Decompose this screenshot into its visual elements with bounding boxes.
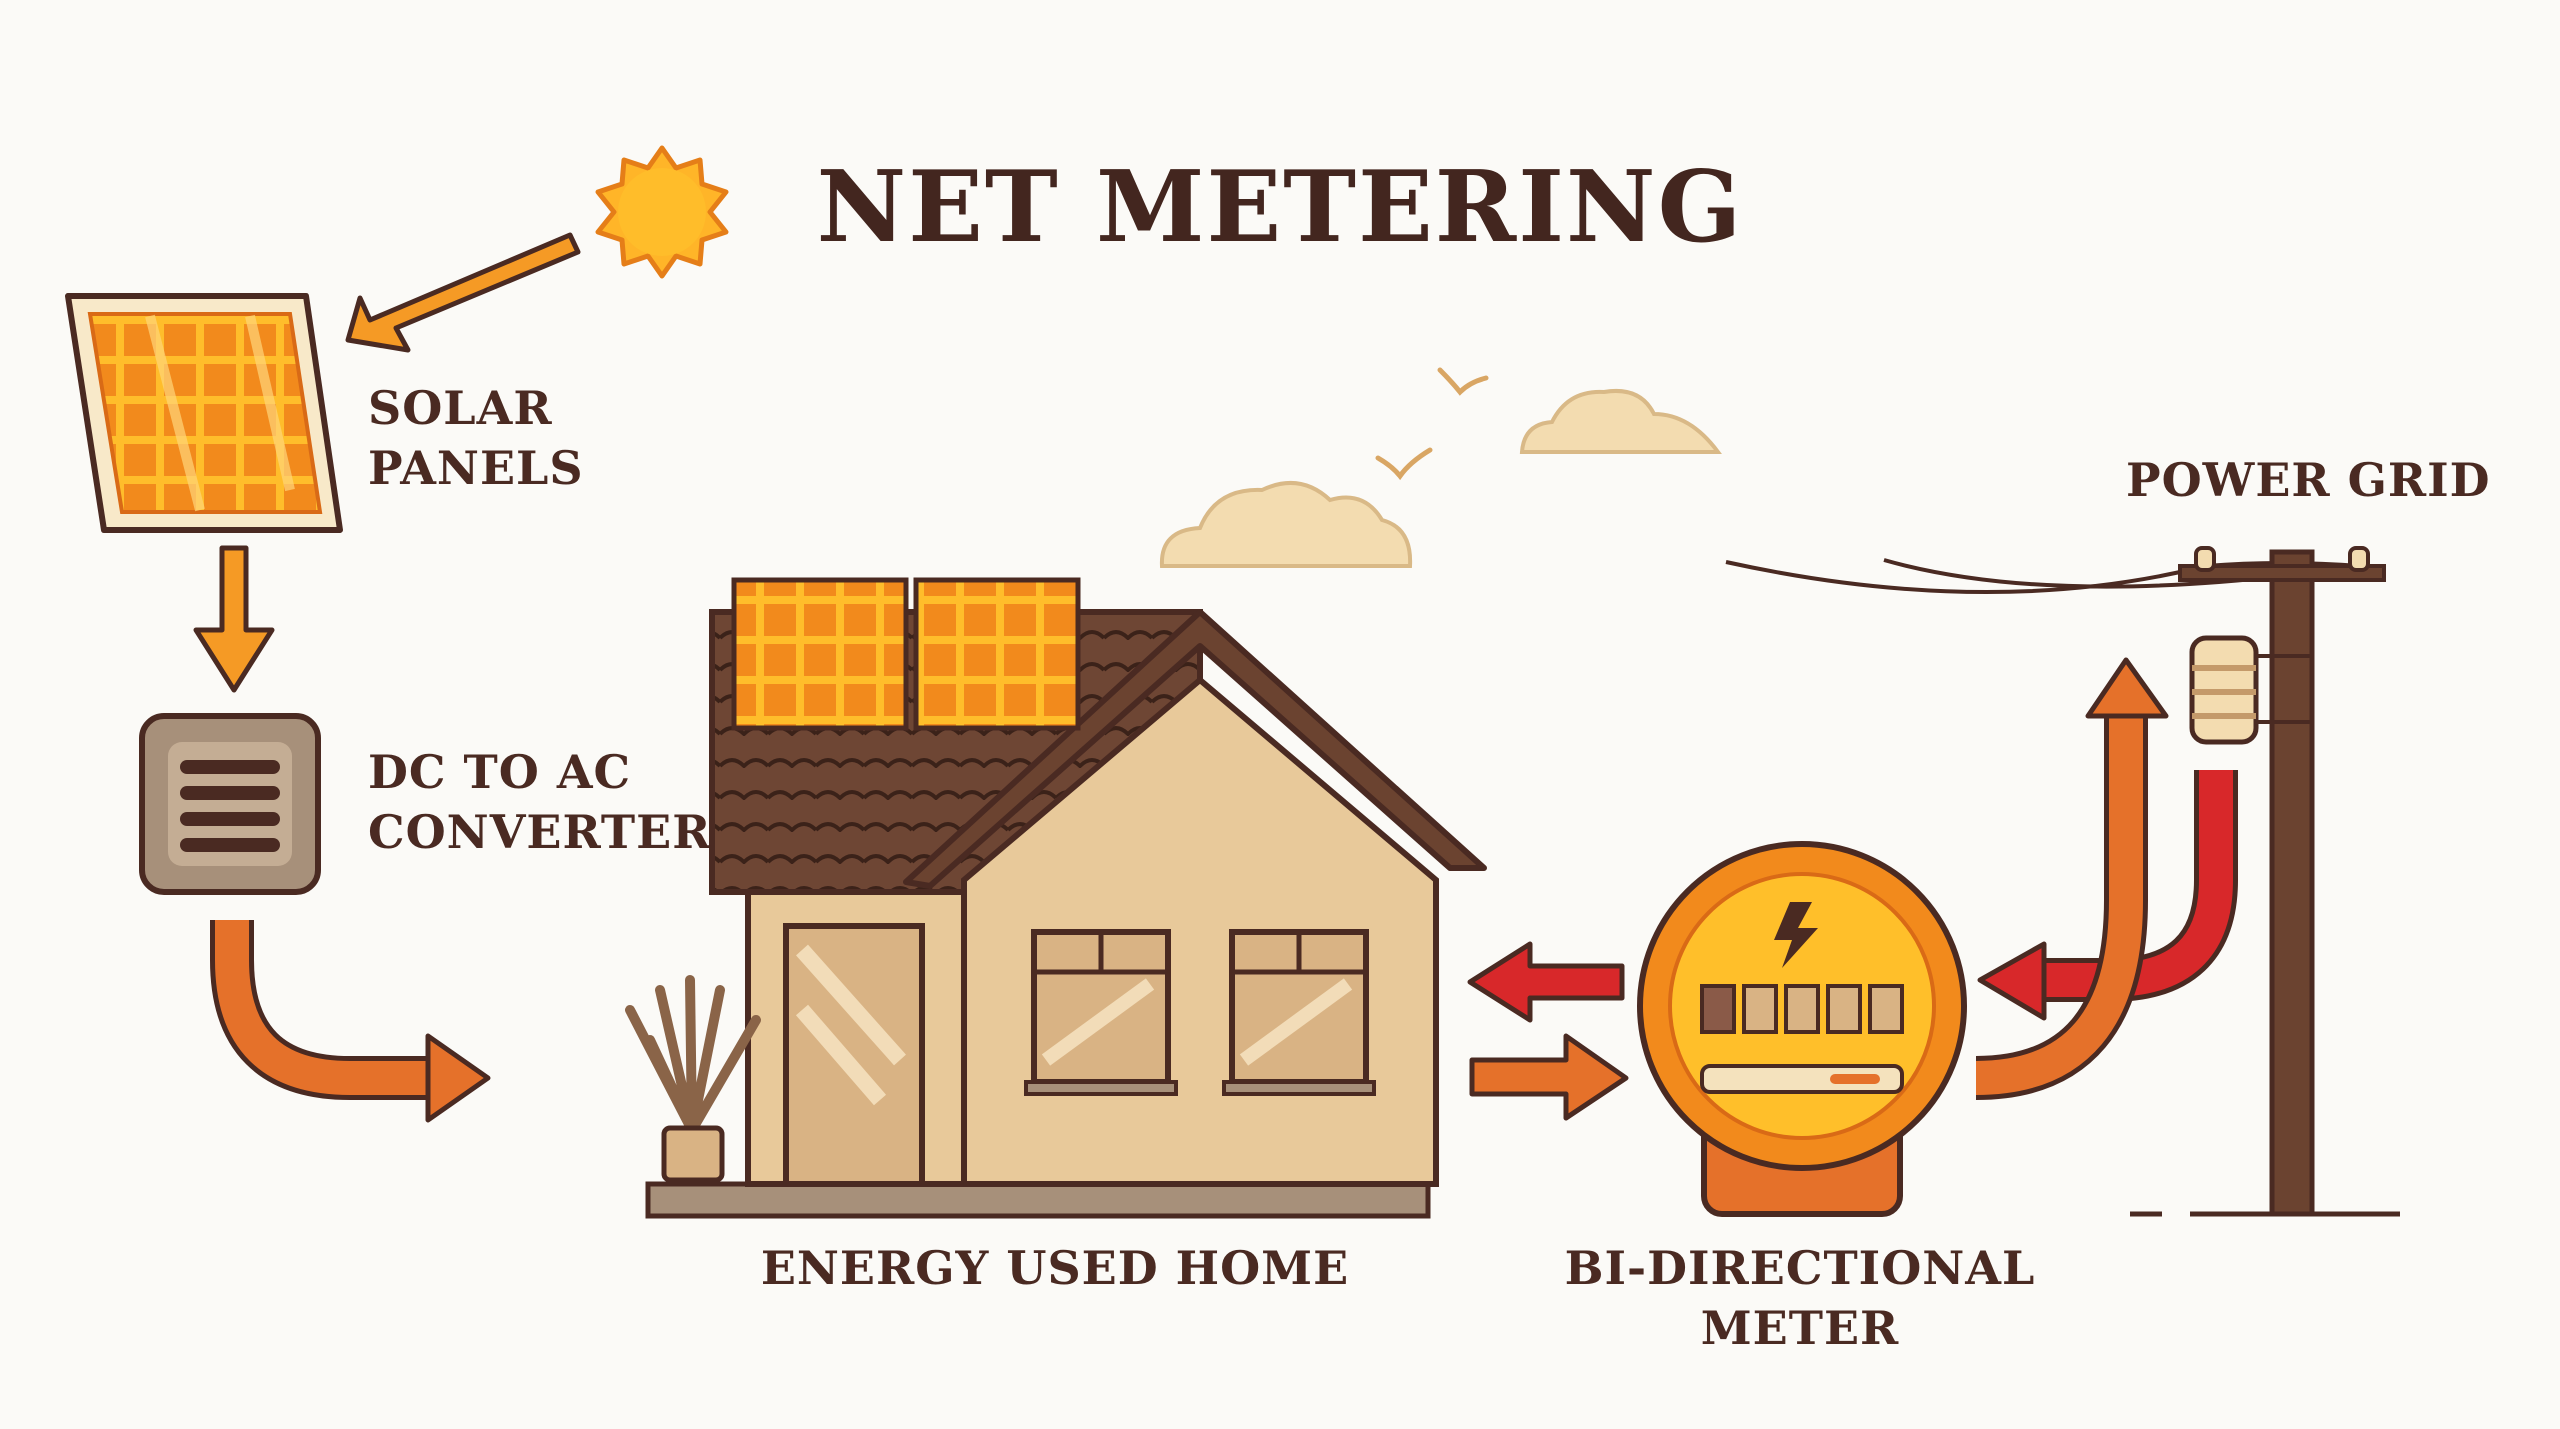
bird-icon bbox=[1375, 367, 1489, 481]
cloud-icon bbox=[1519, 389, 1722, 454]
meter-icon bbox=[1637, 841, 1967, 1217]
export-arrow bbox=[1469, 1033, 1629, 1121]
converter-label: DC TO AC CONVERTER bbox=[368, 745, 712, 859]
diagram-title: NET METERING bbox=[816, 150, 1744, 265]
plant-icon bbox=[625, 975, 761, 1183]
house-icon bbox=[645, 577, 1487, 1219]
grid-export-arrow bbox=[1975, 657, 2169, 1100]
sun-icon bbox=[595, 145, 729, 279]
home-label: ENERGY USED HOME bbox=[760, 1241, 1350, 1295]
dc-flow-arrow bbox=[193, 545, 275, 693]
ac-power-arrow bbox=[210, 920, 491, 1123]
meter-label: BI-DIRECTIONAL METER bbox=[1564, 1241, 2036, 1355]
sunlight-arrow bbox=[345, 232, 581, 353]
cloud-icon bbox=[1159, 481, 1413, 568]
power-pole-icon bbox=[1725, 546, 2400, 1217]
solar-panels-label: SOLAR PANELS bbox=[368, 381, 584, 495]
converter-box-icon bbox=[139, 713, 321, 895]
power-grid-label: POWER GRID bbox=[2126, 453, 2491, 507]
import-arrow bbox=[1467, 941, 1625, 1023]
solar-panel-icon bbox=[65, 293, 343, 533]
